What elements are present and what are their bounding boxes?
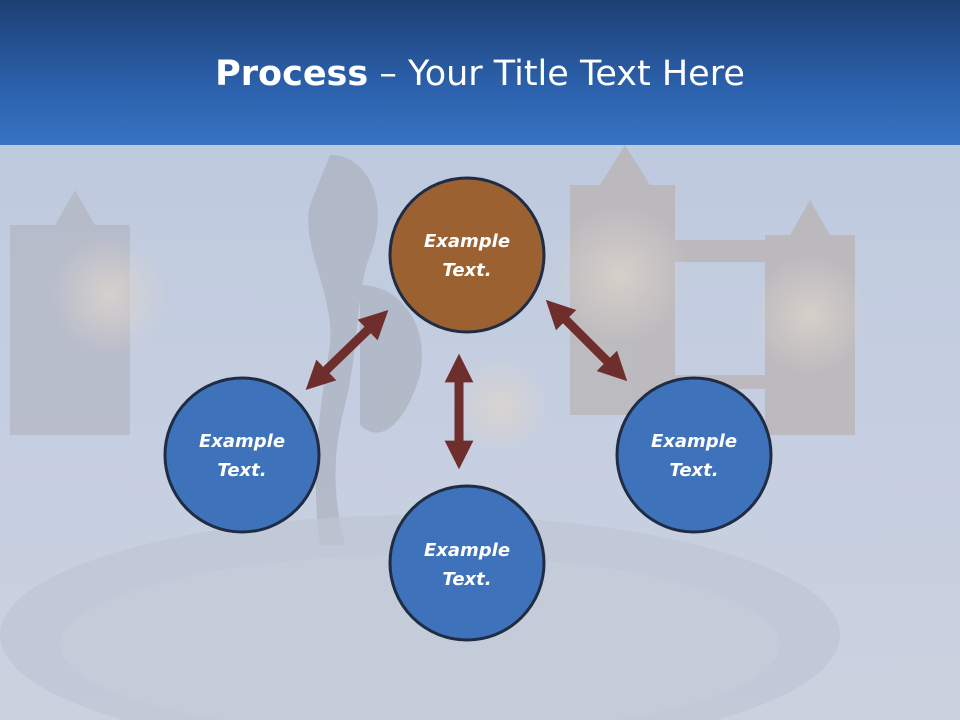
node-bottom-text-line2: Text. xyxy=(442,569,491,590)
node-left-circle xyxy=(163,376,321,534)
node-top[interactable]: Example Text. xyxy=(388,176,546,334)
node-right-text-line1: Example xyxy=(651,431,737,452)
node-bottom-text-line1: Example xyxy=(424,540,510,561)
node-bottom[interactable]: Example Text. xyxy=(388,484,546,642)
node-top-text-line1: Example xyxy=(424,231,510,252)
node-bottom-circle xyxy=(388,484,546,642)
title-bar xyxy=(0,0,960,145)
node-right-text-line2: Text. xyxy=(669,460,718,481)
node-top-text-line2: Text. xyxy=(442,260,491,281)
node-right[interactable]: Example Text. xyxy=(615,376,773,534)
node-top-circle xyxy=(388,176,546,334)
arrow-top-right xyxy=(545,299,628,382)
node-left-text-line2: Text. xyxy=(217,460,266,481)
title-rest: – Your Title Text Here xyxy=(368,54,745,94)
node-left-text-line1: Example xyxy=(199,431,285,452)
node-right-circle xyxy=(615,376,773,534)
node-left[interactable]: Example Text. xyxy=(163,376,321,534)
arrow-top-left xyxy=(305,309,389,391)
slide-title[interactable]: Process – Your Title Text Here xyxy=(0,52,960,96)
title-bold: Process xyxy=(215,54,369,94)
